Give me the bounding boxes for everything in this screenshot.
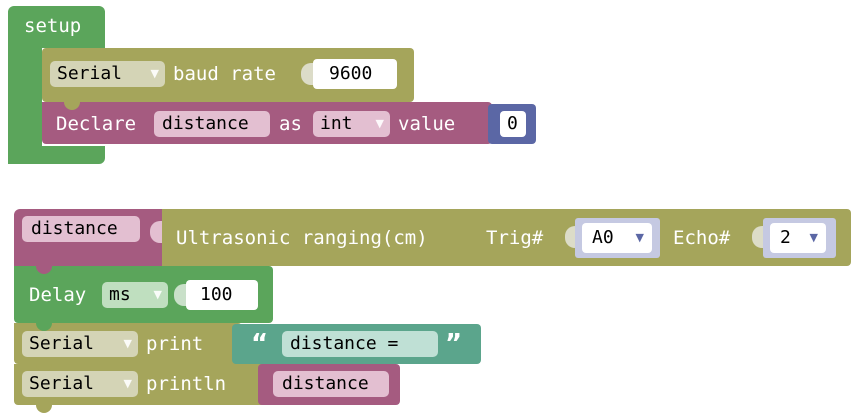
- println-label: println: [146, 373, 227, 395]
- delay-label: Delay: [29, 284, 87, 306]
- chevron-down-icon: ▼: [809, 231, 818, 244]
- chevron-down-icon: ▼: [123, 377, 132, 390]
- open-quote-icon: “: [251, 329, 269, 359]
- print-label: print: [146, 333, 204, 355]
- input-socket: [174, 284, 186, 306]
- input-socket: [301, 63, 313, 85]
- text-value-field[interactable]: distance =: [282, 331, 438, 357]
- baud-rate-input[interactable]: 9600: [313, 59, 397, 89]
- variable-name-field[interactable]: distance: [154, 111, 270, 137]
- assign-variable-name-field[interactable]: distance: [22, 216, 140, 242]
- value-label: value: [398, 113, 456, 135]
- input-socket: [565, 226, 577, 248]
- ultrasonic-label: Ultrasonic ranging(cm): [176, 227, 428, 249]
- serial-port-dropdown[interactable]: Serial▼: [22, 371, 138, 397]
- block-connector: [36, 405, 52, 413]
- ultrasonic-ranging-block[interactable]: [162, 209, 851, 266]
- close-quote-icon: ”: [445, 329, 463, 359]
- chevron-down-icon: ▼: [150, 67, 159, 80]
- echo-pin-dropdown[interactable]: 2▼: [770, 223, 826, 253]
- input-socket: [150, 221, 162, 243]
- input-socket: [752, 226, 764, 248]
- trig-label: Trig#: [486, 227, 544, 249]
- declare-value-input[interactable]: 0: [500, 111, 526, 137]
- serial-port-dropdown[interactable]: Serial▼: [22, 331, 138, 357]
- delay-unit-dropdown[interactable]: ms▼: [102, 282, 168, 308]
- baud-rate-label: baud rate: [173, 63, 276, 85]
- chevron-down-icon: ▼: [635, 231, 644, 244]
- delay-value-input[interactable]: 100: [186, 280, 258, 310]
- trig-pin-dropdown[interactable]: A0▼: [582, 223, 652, 253]
- echo-label: Echo#: [673, 227, 731, 249]
- chevron-down-icon: ▼: [153, 288, 162, 301]
- variable-type-dropdown[interactable]: int▼: [313, 111, 390, 137]
- variable-getter-field[interactable]: distance: [273, 371, 389, 397]
- block-connector: [36, 364, 52, 372]
- block-connector: [64, 102, 80, 110]
- chevron-down-icon: ▼: [123, 337, 132, 350]
- serial-port-dropdown[interactable]: Serial▼: [50, 61, 165, 87]
- block-connector: [36, 323, 52, 331]
- setup-title: setup: [24, 15, 82, 37]
- as-label: as: [279, 113, 302, 135]
- setup-block-footer: [8, 146, 105, 164]
- setup-block-spine: [8, 40, 42, 164]
- declare-label: Declare: [56, 113, 137, 135]
- chevron-down-icon: ▼: [375, 117, 384, 130]
- block-connector: [36, 266, 52, 274]
